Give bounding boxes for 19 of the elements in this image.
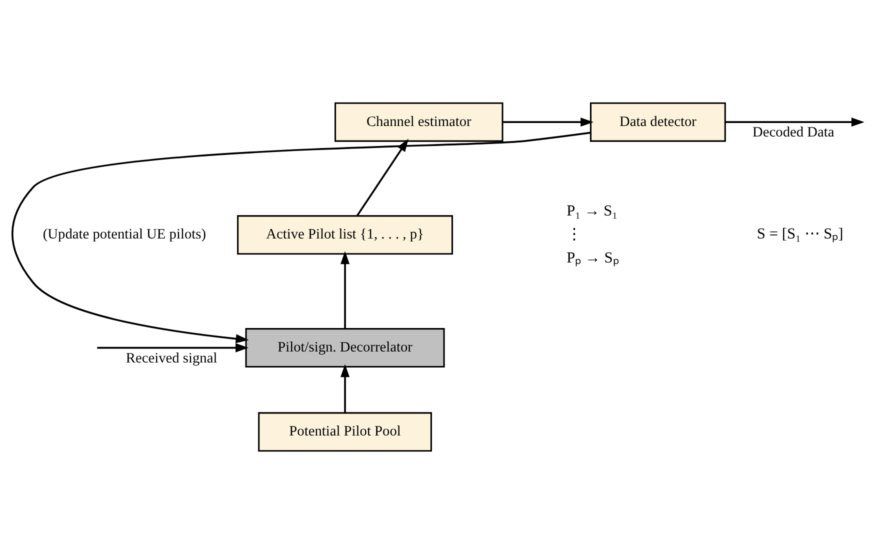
arrow: [502, 118, 594, 127]
node-box: Data detector: [590, 102, 726, 142]
arrow: [340, 364, 350, 413]
arrow: [12, 132, 591, 344]
arrow: [356, 138, 408, 216]
label: Pₚ → Sₚ: [566, 250, 619, 267]
edge-label: Decoded Data: [752, 124, 834, 141]
arrow: [340, 251, 350, 328]
label: P₁ → S₁: [566, 202, 618, 220]
label: S = [S₁ ⋯ Sₚ]: [756, 226, 844, 243]
edge-label: Received signal: [126, 350, 218, 366]
node-box: Active Pilot list {1, . . . , p}: [237, 215, 453, 255]
arrow: [97, 343, 248, 352]
node-box: Channel estimator: [334, 102, 504, 142]
arrow: [725, 118, 864, 127]
node-box: Potential Pilot Pool: [258, 412, 432, 452]
node-box: Pilot/sign. Decorrelator: [245, 328, 445, 368]
label: ⋮: [566, 226, 582, 244]
edge-label: (Update potential UE pilots): [42, 226, 206, 243]
